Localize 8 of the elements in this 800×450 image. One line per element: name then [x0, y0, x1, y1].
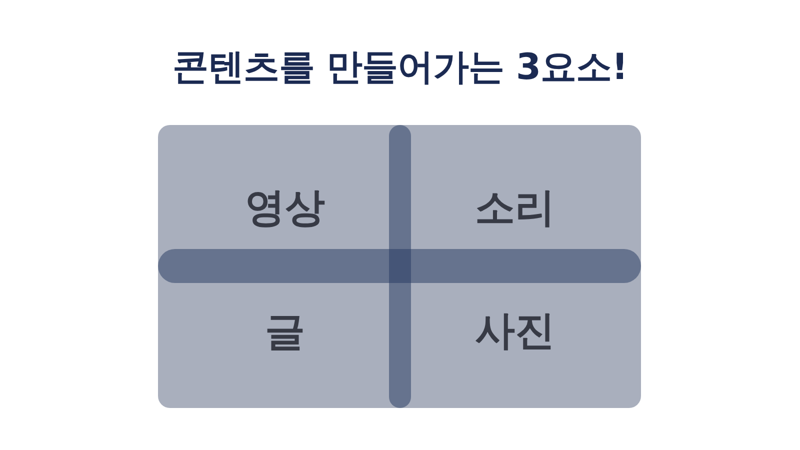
divider-bar — [389, 125, 411, 408]
quadrant-label: 소리 — [475, 184, 555, 232]
quadrant-label: 글 — [265, 308, 305, 356]
rounded-panel — [158, 125, 641, 408]
divider-bar — [158, 249, 641, 283]
quadrant-label: 사진 — [475, 307, 555, 355]
title: 콘텐츠를 만들어가는 3요소! — [172, 46, 628, 90]
quadrant-label: 영상 — [245, 184, 325, 232]
